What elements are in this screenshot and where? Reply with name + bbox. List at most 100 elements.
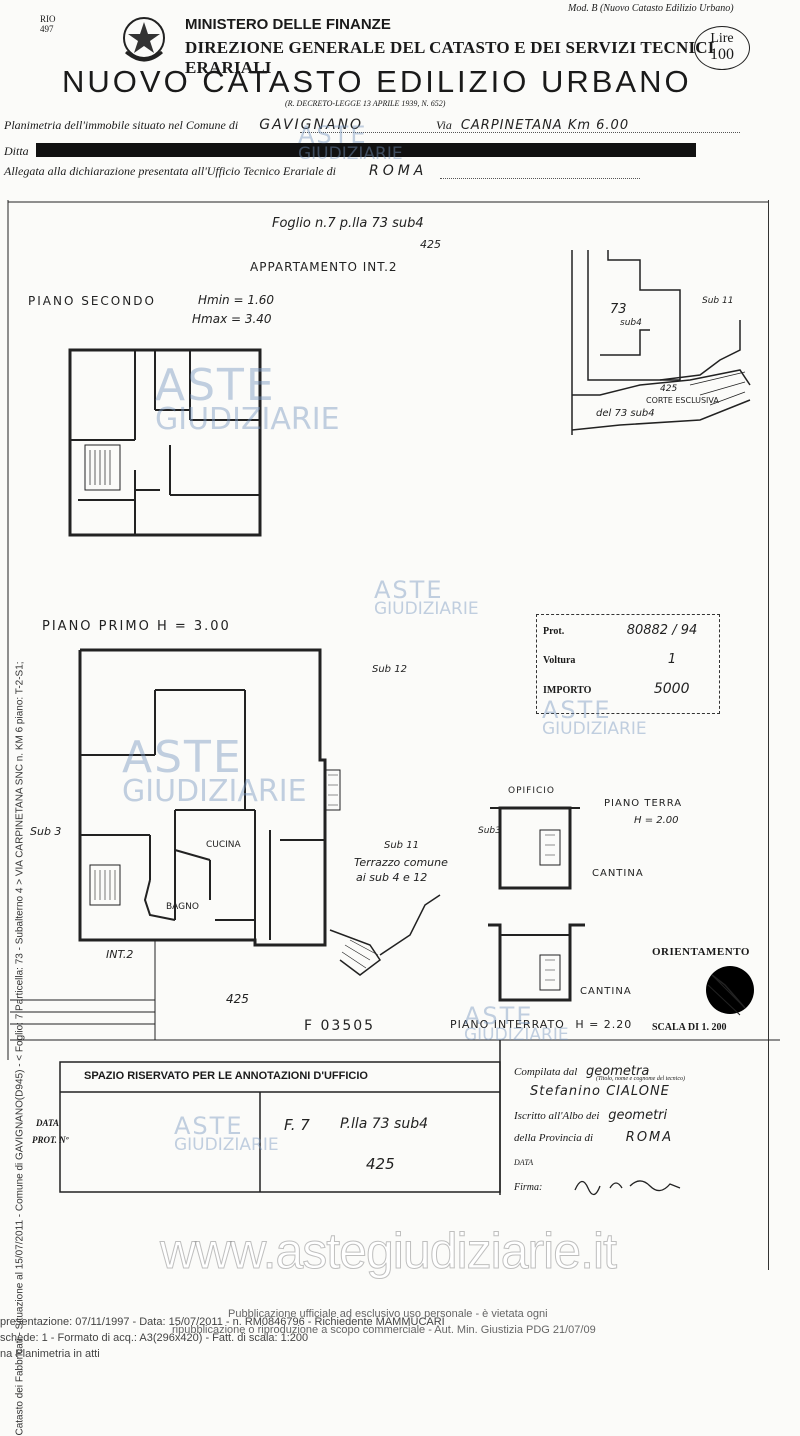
cantina-1-label: CANTINA xyxy=(592,868,644,879)
ufficio-value: ROMA xyxy=(368,163,428,179)
piano-interrato-text: PIANO INTERRATO xyxy=(450,1018,565,1031)
appartamento-label: APPARTAMENTO INT.2 xyxy=(250,260,398,274)
document-title: NUOVO CATASTO EDILIZIO URBANO xyxy=(62,64,692,99)
watermark-aste-text-4: ASTE xyxy=(374,576,444,604)
prot-row: Prot. 80882 / 94 xyxy=(543,623,713,638)
terrazzo-label: Terrazzo comune xyxy=(354,856,448,869)
piano-interrato-label: PIANO INTERRATO H = 2.20 xyxy=(450,1018,632,1031)
sub3b-label: Sub3 xyxy=(478,826,501,836)
watermark-aste-4: ASTE GIUDIZIARIE xyxy=(374,576,479,619)
signature-icon xyxy=(570,1172,690,1201)
compilata-label: Compilata dal xyxy=(514,1066,578,1078)
annot-f: F. 7 xyxy=(284,1116,310,1134)
floor-plans-drawing xyxy=(7,200,780,1195)
piano-primo-plan xyxy=(10,648,780,1041)
footer-line-3: na Planimetria in atti xyxy=(0,1348,100,1360)
iscritto-label: Iscritto all'Albo dei xyxy=(514,1110,600,1122)
notice-line-1: Pubblicazione ufficiale ad esclusivo uso… xyxy=(228,1308,548,1320)
compilata-value: geometra xyxy=(586,1064,650,1079)
watermark-aste-1: ASTE GIUDIZIARIE xyxy=(155,360,340,434)
page-frame xyxy=(8,200,769,1270)
corte-label-2: del 73 sub4 xyxy=(596,408,655,419)
terrazzo-label-2: ai sub 4 e 12 xyxy=(356,871,428,884)
piano-interrato-plan xyxy=(488,923,585,1002)
foglio-note: Foglio n.7 p.lla 73 sub4 xyxy=(272,216,424,231)
watermark-aste-6: ASTE GIUDIZIARIE xyxy=(464,1004,569,1045)
scala-label: SCALA DI 1. 200 xyxy=(652,1022,727,1033)
watermark-giudiziarie-text-7: GIUDIZIARIE xyxy=(174,1134,279,1155)
bottom-form-frame xyxy=(59,1040,501,1195)
corner-code-1: RIO xyxy=(40,14,56,24)
watermark-giudiziarie-text-6: GIUDIZIARIE xyxy=(464,1024,569,1045)
cucina-label: CUCINA xyxy=(206,840,241,850)
voltura-label: Voltura xyxy=(543,655,576,666)
watermark-aste-5: ASTE GIUDIZIARIE xyxy=(542,696,647,739)
provincia-label: della Provincia di xyxy=(514,1132,594,1144)
prot-n-label: PROT. Nº xyxy=(32,1135,69,1145)
titolo-note: (Titolo, nome e cognome del tecnico) xyxy=(596,1076,685,1082)
site-map xyxy=(571,250,751,435)
corner-code: RIO 497 xyxy=(40,14,56,34)
lire-value: 100 xyxy=(710,46,734,63)
sub11b-label: Sub 11 xyxy=(384,840,419,851)
side-text: Catasto dei Fabbricati - Situazione al 1… xyxy=(14,661,26,1436)
provincia-row: della Provincia di ROMA xyxy=(514,1130,673,1145)
tecnico-name: Stefanino CIALONE xyxy=(530,1084,670,1099)
north-arrow-icon xyxy=(706,966,754,1016)
via-value: CARPINETANA Km 6.00 xyxy=(460,118,630,133)
provincia-value: ROMA xyxy=(625,1130,674,1145)
redaction-bar xyxy=(36,143,696,157)
corner-code-2: 497 xyxy=(40,24,54,34)
piano-terra-label: PIANO TERRA xyxy=(604,798,683,809)
opificio-label: OPIFICIO xyxy=(508,786,556,796)
piano-interrato-h: H = 2.20 xyxy=(575,1018,633,1031)
allegata-label: Allegata alla dichiarazione presentata a… xyxy=(4,164,336,178)
lire-stamp: Lire 100 xyxy=(694,26,750,70)
planimetria-line: Planimetria dell'immobile situato nel Co… xyxy=(4,117,744,133)
importo-label: IMPORTO xyxy=(543,685,592,696)
annot-425: 425 xyxy=(366,1155,395,1173)
direzione-label: DIREZIONE GENERALE DEL CATASTO E DEI SER… xyxy=(185,38,715,77)
watermark-aste-text-2: ASTE xyxy=(122,732,243,783)
map-sub4-label: sub4 xyxy=(620,318,642,328)
watermark-giudiziarie-text-4: GIUDIZIARIE xyxy=(374,598,479,619)
lire-label: Lire xyxy=(710,31,734,46)
notice-line-2: ripubblicazione o riproduzione a scopo c… xyxy=(172,1324,596,1336)
sub12-label: Sub 12 xyxy=(372,664,407,675)
via-label: Via xyxy=(436,118,452,132)
data-label: DATA xyxy=(36,1118,60,1128)
watermark-giudiziarie-text-3: GIUDIZIARIE xyxy=(298,143,403,164)
republic-emblem-icon xyxy=(118,12,170,66)
watermark-aste-text-5: ASTE xyxy=(542,696,612,724)
importo-row: IMPORTO 5000 xyxy=(543,681,713,697)
spazio-label: SPAZIO RISERVATO PER LE ANNOTAZIONI D'UF… xyxy=(84,1070,368,1082)
watermark-site: www.astegiudiziarie.it xyxy=(160,1223,618,1280)
map-425-label: 425 xyxy=(660,384,678,394)
piano-terra-h: H = 2.00 xyxy=(634,815,679,826)
prot-stamp: F 03505 xyxy=(304,1018,376,1034)
decree-label: (R. DECRETO-LEGGE 13 APRILE 1939, N. 652… xyxy=(285,99,446,108)
hmin-label: Hmin = 1.60 xyxy=(198,293,275,307)
ministry-label: MINISTERO DELLE FINANZE xyxy=(185,16,391,33)
annot-plla: P.lla 73 sub4 xyxy=(340,1116,428,1132)
comune-value: GAVIGNANO xyxy=(259,117,364,133)
allegata-line: Allegata alla dichiarazione presentata a… xyxy=(4,163,427,179)
watermark-aste-text-3: ASTE xyxy=(298,121,368,149)
map-73-label: 73 xyxy=(610,302,627,317)
int2-label: INT.2 xyxy=(106,948,134,961)
cantina-2-label: CANTINA xyxy=(580,986,632,997)
sub3-label: Sub 3 xyxy=(30,825,62,838)
watermark-aste-2: ASTE GIUDIZIARIE xyxy=(122,732,307,806)
planimetria-label: Planimetria dell'immobile situato nel Co… xyxy=(4,118,239,132)
iscritto-row: Iscritto all'Albo dei geometri xyxy=(514,1108,667,1123)
piano-terra-plan xyxy=(490,806,580,890)
ditta-label: Ditta xyxy=(4,144,29,158)
watermark-giudiziarie-text-5: GIUDIZIARIE xyxy=(542,718,647,739)
orientamento-label: ORIENTAMENTO xyxy=(652,946,750,958)
bagno-label: BAGNO xyxy=(166,902,199,912)
compilata-row: Compilata dal geometra xyxy=(514,1064,649,1079)
registration-stamp: Prot. 80882 / 94 Voltura 1 IMPORTO 5000 xyxy=(536,614,720,714)
prot-label: Prot. xyxy=(543,626,565,637)
watermark-aste-text-7: ASTE xyxy=(174,1112,244,1140)
watermark-aste-text-1: ASTE xyxy=(155,360,276,411)
